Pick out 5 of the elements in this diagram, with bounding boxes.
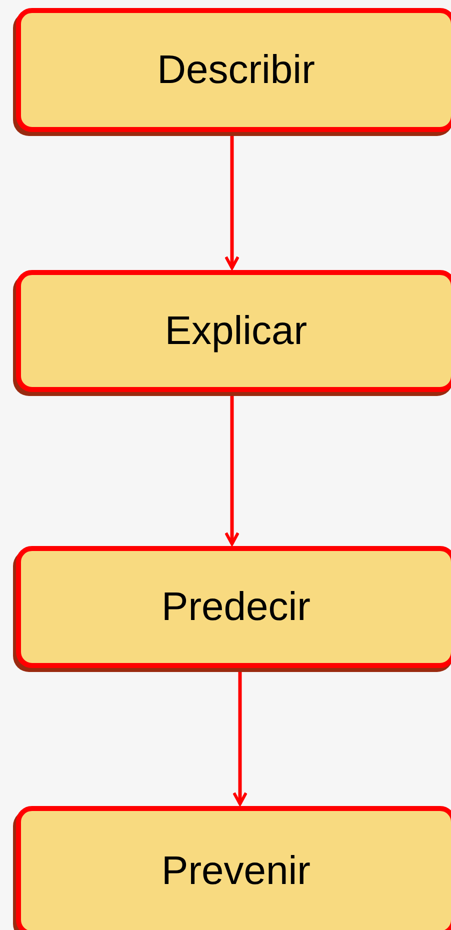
step-label: Explicar	[164, 308, 308, 354]
step-label: Describir	[157, 48, 315, 92]
process-box	[16, 806, 451, 930]
step-label: Prevenir	[162, 848, 310, 894]
step-label: Predecir	[162, 584, 310, 630]
